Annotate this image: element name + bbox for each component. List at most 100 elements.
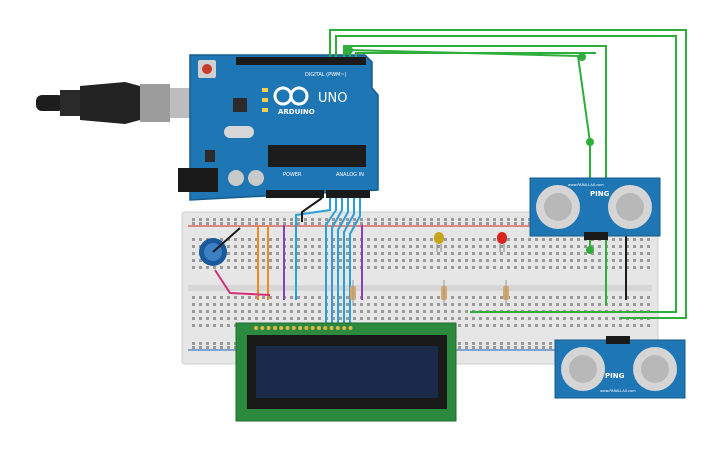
power-jack[interactable] [178, 168, 218, 192]
breadboard-hole[interactable] [500, 252, 503, 255]
breadboard-hole[interactable] [570, 238, 573, 241]
breadboard-hole[interactable] [339, 218, 342, 221]
breadboard-hole[interactable] [290, 252, 293, 255]
breadboard-hole[interactable] [451, 238, 454, 241]
breadboard-hole[interactable] [297, 259, 300, 262]
breadboard-hole[interactable] [528, 342, 531, 345]
breadboard-hole[interactable] [563, 266, 566, 269]
breadboard-hole[interactable] [423, 259, 426, 262]
breadboard-hole[interactable] [213, 266, 216, 269]
breadboard-hole[interactable] [297, 238, 300, 241]
breadboard-hole[interactable] [514, 238, 517, 241]
breadboard-hole[interactable] [430, 310, 433, 313]
lcd-pin[interactable] [279, 326, 284, 330]
breadboard-hole[interactable] [353, 303, 356, 306]
breadboard-hole[interactable] [423, 303, 426, 306]
breadboard-hole[interactable] [199, 342, 202, 345]
breadboard-hole[interactable] [472, 296, 475, 299]
breadboard-hole[interactable] [381, 310, 384, 313]
breadboard-hole[interactable] [500, 218, 503, 221]
breadboard-hole[interactable] [598, 317, 601, 320]
breadboard-hole[interactable] [206, 346, 209, 349]
breadboard-hole[interactable] [430, 238, 433, 241]
breadboard-hole[interactable] [304, 222, 307, 225]
breadboard-hole[interactable] [479, 252, 482, 255]
breadboard-hole[interactable] [304, 303, 307, 306]
breadboard-hole[interactable] [339, 266, 342, 269]
breadboard-hole[interactable] [451, 303, 454, 306]
lcd-pin[interactable] [272, 326, 277, 330]
breadboard-hole[interactable] [220, 218, 223, 221]
breadboard-hole[interactable] [563, 324, 566, 327]
breadboard-hole[interactable] [409, 238, 412, 241]
breadboard[interactable] [181, 211, 659, 365]
breadboard-hole[interactable] [311, 310, 314, 313]
analog-header[interactable] [326, 190, 370, 198]
breadboard-hole[interactable] [402, 259, 405, 262]
breadboard-hole[interactable] [458, 245, 461, 248]
breadboard-hole[interactable] [619, 296, 622, 299]
breadboard-hole[interactable] [493, 259, 496, 262]
breadboard-hole[interactable] [472, 303, 475, 306]
breadboard-hole[interactable] [332, 296, 335, 299]
breadboard-hole[interactable] [409, 222, 412, 225]
breadboard-hole[interactable] [290, 259, 293, 262]
breadboard-hole[interactable] [409, 218, 412, 221]
breadboard-hole[interactable] [584, 324, 587, 327]
breadboard-hole[interactable] [416, 238, 419, 241]
breadboard-hole[interactable] [619, 259, 622, 262]
breadboard-hole[interactable] [528, 266, 531, 269]
lcd-pin[interactable] [304, 326, 309, 330]
breadboard-hole[interactable] [577, 296, 580, 299]
breadboard-hole[interactable] [227, 266, 230, 269]
breadboard-hole[interactable] [605, 317, 608, 320]
breadboard-hole[interactable] [276, 222, 279, 225]
breadboard-hole[interactable] [367, 303, 370, 306]
breadboard-hole[interactable] [339, 238, 342, 241]
breadboard-hole[interactable] [549, 303, 552, 306]
breadboard-hole[interactable] [346, 266, 349, 269]
breadboard-hole[interactable] [255, 310, 258, 313]
power-header[interactable] [266, 190, 324, 198]
breadboard-hole[interactable] [206, 222, 209, 225]
breadboard-hole[interactable] [192, 259, 195, 262]
breadboard-hole[interactable] [423, 252, 426, 255]
breadboard-hole[interactable] [395, 238, 398, 241]
lcd-pin[interactable] [342, 326, 347, 330]
breadboard-hole[interactable] [192, 266, 195, 269]
breadboard-hole[interactable] [241, 222, 244, 225]
breadboard-hole[interactable] [318, 303, 321, 306]
breadboard-hole[interactable] [220, 222, 223, 225]
breadboard-hole[interactable] [332, 303, 335, 306]
breadboard-hole[interactable] [248, 303, 251, 306]
breadboard-hole[interactable] [262, 259, 265, 262]
breadboard-hole[interactable] [493, 222, 496, 225]
breadboard-hole[interactable] [346, 222, 349, 225]
breadboard-hole[interactable] [577, 259, 580, 262]
breadboard-hole[interactable] [353, 245, 356, 248]
breadboard-hole[interactable] [416, 222, 419, 225]
breadboard-hole[interactable] [255, 222, 258, 225]
breadboard-hole[interactable] [332, 245, 335, 248]
breadboard-hole[interactable] [199, 218, 202, 221]
breadboard-hole[interactable] [353, 238, 356, 241]
breadboard-hole[interactable] [521, 252, 524, 255]
breadboard-hole[interactable] [500, 317, 503, 320]
breadboard-hole[interactable] [227, 252, 230, 255]
breadboard-hole[interactable] [374, 238, 377, 241]
breadboard-hole[interactable] [360, 310, 363, 313]
breadboard-hole[interactable] [311, 317, 314, 320]
breadboard-hole[interactable] [262, 303, 265, 306]
breadboard-hole[interactable] [367, 252, 370, 255]
breadboard-hole[interactable] [514, 296, 517, 299]
breadboard-hole[interactable] [423, 218, 426, 221]
breadboard-hole[interactable] [213, 296, 216, 299]
breadboard-hole[interactable] [395, 245, 398, 248]
breadboard-hole[interactable] [199, 296, 202, 299]
breadboard-hole[interactable] [199, 346, 202, 349]
breadboard-hole[interactable] [192, 245, 195, 248]
breadboard-hole[interactable] [318, 245, 321, 248]
breadboard-hole[interactable] [262, 218, 265, 221]
breadboard-hole[interactable] [619, 303, 622, 306]
breadboard-hole[interactable] [619, 266, 622, 269]
